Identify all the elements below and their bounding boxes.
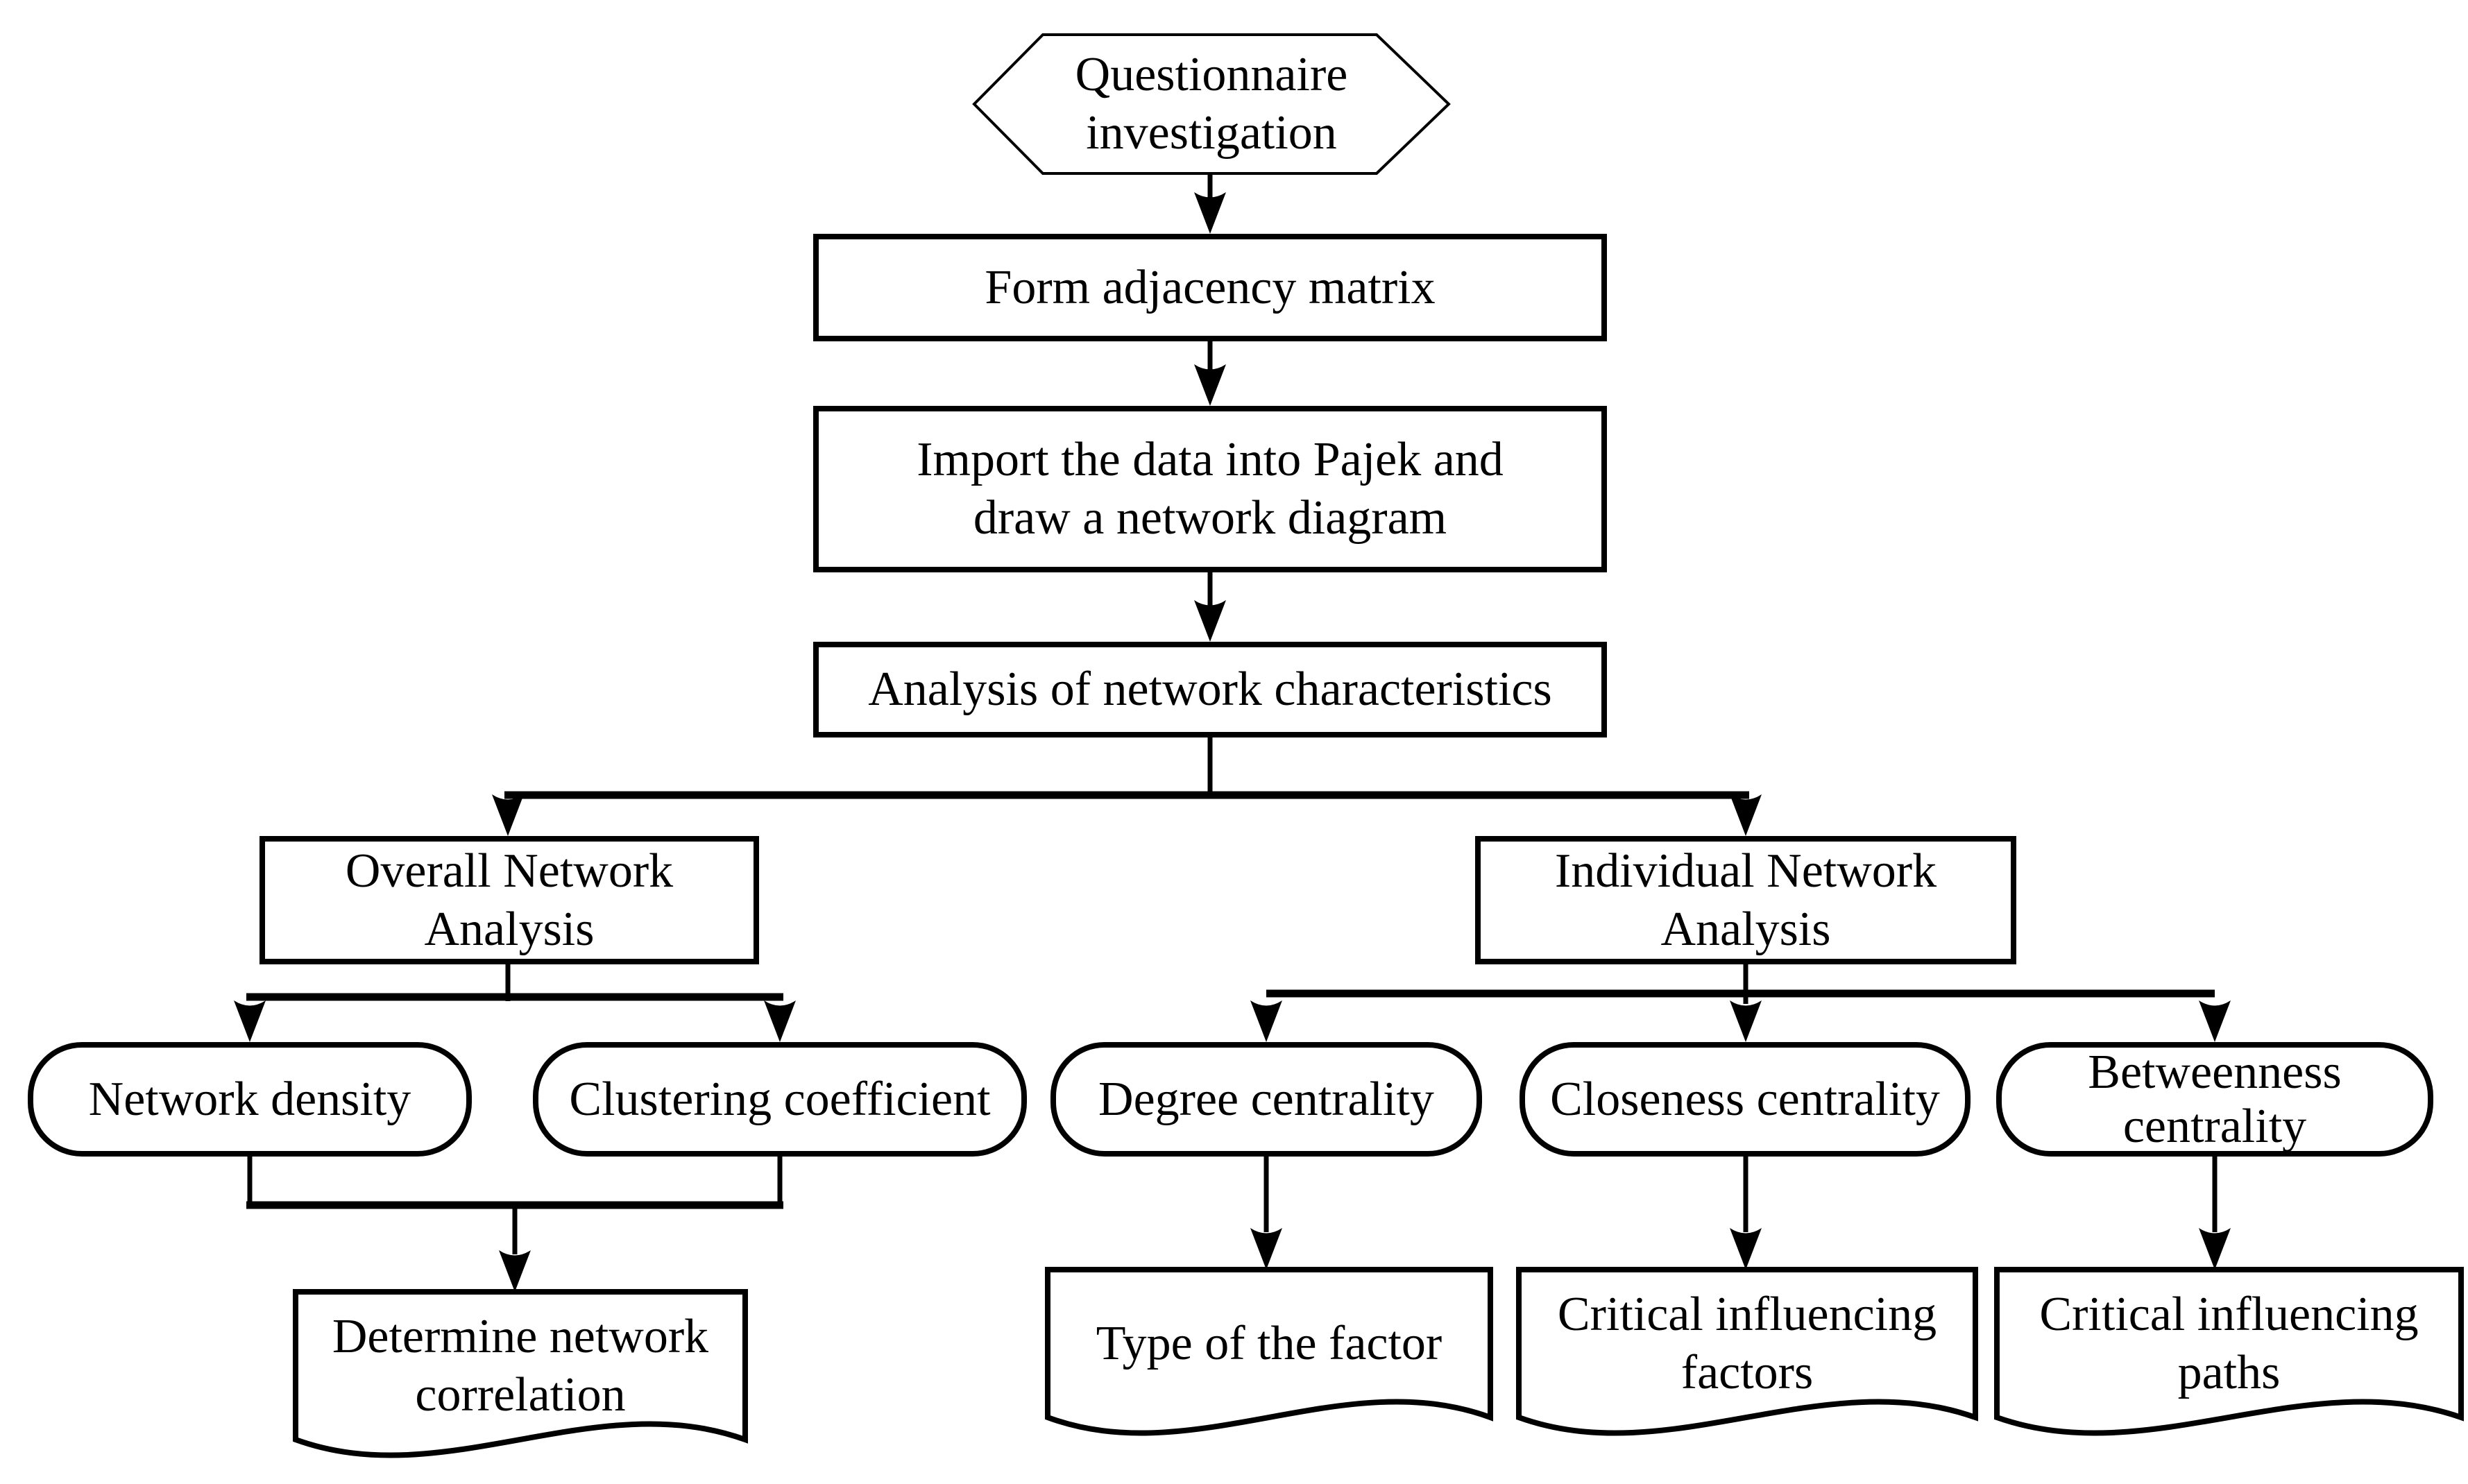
node-type-of-the-factor: Type of the factor: [1048, 1270, 1490, 1417]
node-analysis-network-characteristics: Analysis of network characteristics: [813, 642, 1607, 737]
arrowhead-down-icon: [1730, 1000, 1762, 1042]
node-label: Clustering coefficient: [569, 1072, 991, 1126]
node-label: Degree centrality: [1098, 1072, 1434, 1126]
node-closeness-centrality: Closeness centrality: [1520, 1042, 1971, 1157]
arrowhead-down-icon: [492, 794, 524, 836]
node-label: centrality: [2122, 1099, 2307, 1153]
arrowhead-down-icon: [1730, 1228, 1762, 1270]
node-label: Analysis: [424, 902, 595, 956]
arrowhead-down-icon: [2199, 1228, 2231, 1270]
node-label: Individual Network: [1554, 844, 1937, 898]
document-shape-critical-paths: [1994, 1267, 2464, 1436]
arrowhead-down-icon: [1194, 192, 1226, 234]
node-label: draw a network diagram: [973, 491, 1447, 545]
node-label: Closeness centrality: [1550, 1072, 1940, 1126]
document-shape-determine-correlation: [293, 1289, 748, 1458]
node-label: Analysis: [1660, 902, 1831, 956]
node-individual-network-analysis: Individual Network Analysis: [1475, 836, 2016, 964]
node-determine-network-correlation: Determine network correlation: [296, 1292, 745, 1440]
arrowhead-down-icon: [1730, 794, 1762, 836]
hexagon-shape-questionnaire: [972, 33, 1451, 175]
node-label: Import the data into Pajek and: [917, 433, 1504, 486]
document-shape-critical-factors: [1516, 1267, 1978, 1436]
node-label: factors: [1680, 1345, 1814, 1399]
node-label: paths: [2177, 1345, 2281, 1399]
node-critical-influencing-paths: Critical influencing paths: [1997, 1270, 2461, 1417]
node-critical-influencing-factors: Critical influencing factors: [1519, 1270, 1975, 1417]
node-label: Betweenness: [2088, 1045, 2342, 1099]
node-label: Analysis of network characteristics: [868, 663, 1552, 716]
node-network-density: Network density: [28, 1042, 472, 1157]
document-shape-type-of-factor: [1045, 1267, 1493, 1436]
node-import-pajek: Import the data into Pajek and draw a ne…: [813, 406, 1607, 572]
arrowhead-down-icon: [234, 1000, 266, 1042]
arrowhead-down-icon: [499, 1250, 531, 1292]
arrowhead-down-icon: [2199, 1000, 2231, 1042]
node-label: Critical influencing: [2039, 1287, 2419, 1341]
arrowhead-down-icon: [1250, 1228, 1282, 1270]
node-clustering-coefficient: Clustering coefficient: [533, 1042, 1027, 1157]
node-questionnaire-investigation: Questionnaire investigation: [974, 35, 1449, 173]
node-label: Form adjacency matrix: [985, 260, 1436, 314]
node-label: Questionnaire: [1075, 48, 1348, 101]
arrowhead-down-icon: [1194, 600, 1226, 642]
node-degree-centrality: Degree centrality: [1050, 1042, 1482, 1157]
node-form-adjacency-matrix: Form adjacency matrix: [813, 234, 1607, 341]
node-label: Overall Network: [345, 844, 674, 898]
node-betweenness-centrality: Betweenness centrality: [1996, 1042, 2433, 1157]
node-label: Critical influencing: [1557, 1287, 1937, 1341]
arrowhead-down-icon: [764, 1000, 796, 1042]
node-overall-network-analysis: Overall Network Analysis: [259, 836, 759, 964]
node-label: Type of the factor: [1096, 1316, 1442, 1370]
merge-bracket: [246, 1157, 783, 1254]
arrowhead-down-icon: [1194, 364, 1226, 406]
arrowhead-down-icon: [1250, 1000, 1282, 1042]
node-label: investigation: [1086, 106, 1337, 160]
node-label: Network density: [88, 1072, 411, 1126]
node-label: Determine network: [332, 1309, 709, 1363]
node-label: correlation: [415, 1367, 626, 1422]
